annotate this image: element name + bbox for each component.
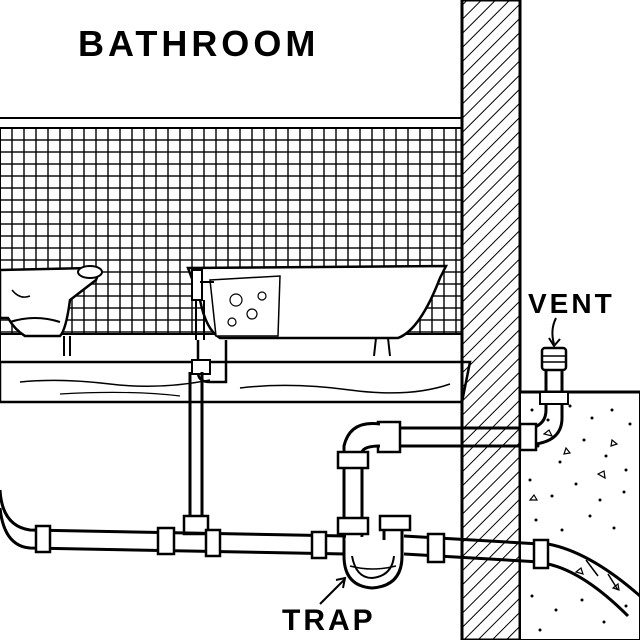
bathtub (186, 264, 449, 357)
drain-pipe (0, 489, 640, 618)
wall (460, 0, 522, 640)
toilet (0, 265, 103, 356)
tub-drain (182, 340, 228, 536)
trap (319, 514, 412, 605)
trap-label: TRAP (282, 604, 376, 637)
diagram-title: BATHROOM (78, 23, 320, 64)
soil (519, 390, 640, 640)
vent-label: VENT (528, 288, 615, 319)
vent-branch (336, 420, 538, 542)
